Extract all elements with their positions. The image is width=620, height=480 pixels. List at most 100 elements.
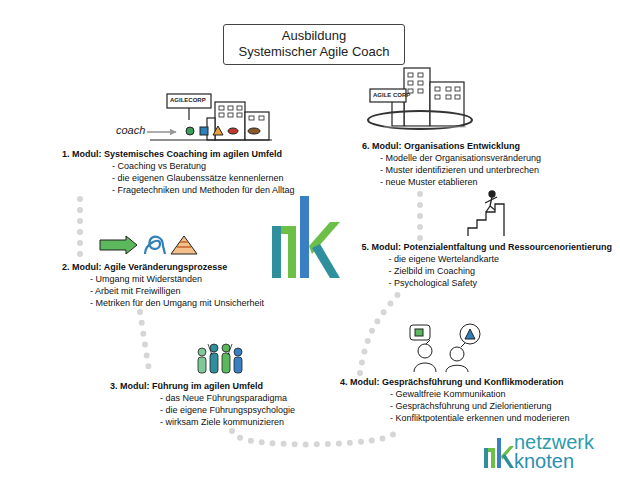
module-heading: 6. Modul: Organisations Entwicklung [362, 140, 541, 152]
organisation-building-illustration [384, 127, 466, 128]
module-heading: 5. Modul: Potenzialentfaltung und Ressou… [361, 241, 612, 253]
bullet-item: - die eigene Wertelandkarte [388, 253, 612, 265]
brand-logo-mark [488, 448, 495, 468]
people-group-icon [222, 344, 230, 352]
organisation-building-illustration [408, 81, 413, 85]
people-group-icon [210, 344, 218, 352]
bullet-item: - Umgang mit Widerständen [90, 273, 264, 285]
people-group-icon [234, 348, 242, 356]
bullet-item: - Arbeit mit Freiwilligen [90, 285, 264, 297]
conversation-icon [460, 324, 480, 344]
office-building-illustration [228, 113, 233, 117]
conversation-icon [461, 343, 465, 347]
conversation-icon [418, 344, 432, 358]
stairs-icon [486, 206, 490, 212]
bullet-item: - Konfliktpotentiale erkennen und moderi… [390, 412, 570, 424]
people-group-icon [208, 344, 212, 355]
office-building-illustration [147, 94, 272, 140]
organisation-building-illustration [368, 68, 472, 129]
module-block: 3. Modul: Führung im agilen Umfeld- das … [110, 380, 295, 428]
bullet-item: - Muster identifizieren und unterbrechen [380, 164, 541, 176]
organisation-building-illustration [435, 87, 440, 91]
office-building-illustration [237, 113, 242, 117]
team-figures [186, 127, 194, 135]
conversation-icon [446, 365, 468, 372]
sign-label: AGILE CORP [373, 92, 410, 98]
dotted-connector [417, 191, 423, 238]
organisation-building-illustration [418, 81, 423, 85]
team-figures [186, 126, 260, 135]
bullet-item: - Zielbild im Coaching [388, 265, 612, 277]
office-building-illustration [167, 94, 211, 108]
change-process-icons [100, 236, 137, 254]
title-box: AusbildungSystemischer Agile Coach [223, 24, 404, 65]
organisation-building-illustration [446, 95, 451, 99]
conversation-icon [415, 329, 423, 336]
stairs-icon [468, 191, 504, 236]
logo-mark [312, 244, 340, 278]
dotted-connector [77, 199, 83, 258]
people-group-icon [228, 344, 232, 355]
office-building-illustration [249, 116, 254, 120]
organisation-building-illustration [418, 89, 423, 93]
bullet-item: - die eigenen Glaubenssätze kennenlernen [112, 172, 295, 184]
team-figures [213, 126, 223, 135]
conversation-icon [410, 324, 480, 372]
bullet-item: - Coaching vs Beratung [112, 160, 295, 172]
dotted-connector [232, 427, 400, 444]
bullet-item: - Metriken für den Umgang mit Unsicherhe… [90, 297, 264, 309]
module-heading: 4. Modul: Gesprächsführung und Konflikmo… [340, 376, 570, 388]
bullet-item: - Modelle der Organisationsveränderung [380, 152, 541, 164]
organisation-building-illustration [446, 87, 451, 91]
brand-name: knoten [514, 451, 574, 471]
bullet-item: - Psychological Safety [388, 277, 612, 289]
conversation-icon [465, 329, 475, 339]
brand-name: netzwerk [514, 432, 594, 452]
office-building-illustration [219, 113, 224, 117]
team-figures [248, 128, 260, 134]
organisation-building-illustration [408, 73, 413, 77]
module-block: 4. Modul: Gesprächsführung und Konflikmo… [340, 376, 570, 424]
organisation-building-illustration [430, 82, 464, 126]
figure-label: coach [116, 125, 145, 136]
people-group-icon [234, 357, 242, 373]
office-building-illustration [259, 116, 264, 120]
office-building-illustration [245, 112, 269, 140]
team-figures [200, 127, 208, 135]
logo-mark [272, 226, 281, 278]
stairs-icon [491, 197, 497, 200]
bullet-item: - Gesprächsführung und Zielorientierung [390, 400, 570, 412]
office-building-illustration [147, 131, 176, 132]
brand-logo-mark [484, 438, 514, 468]
module-block: 2. Modul: Agile Veränderungsprozesse- Um… [62, 261, 264, 309]
people-group-icon [198, 357, 206, 373]
logo-mark [281, 226, 296, 278]
bullet-item: - Gewaltfreie Kommunikation [390, 388, 570, 400]
brand-logo-mark [502, 454, 514, 468]
office-building-illustration [219, 106, 224, 110]
stairs-icon [485, 200, 491, 203]
logo-mark [272, 196, 340, 278]
conversation-icon [414, 363, 436, 372]
module-heading: 1. Modul: Systemisches Coaching im agile… [62, 148, 295, 160]
change-process-icons [171, 236, 197, 254]
change-process-icons [177, 246, 191, 248]
stairs-icon [490, 197, 492, 206]
sign-label: AGILECORP [170, 97, 206, 103]
people-group-icon [198, 344, 242, 373]
organisation-building-illustration [455, 87, 460, 91]
organisation-building-illustration [435, 95, 440, 99]
organisation-building-illustration [368, 111, 472, 129]
bullet-item: - wirksam Ziele kommunizieren [160, 416, 295, 428]
office-building-illustration [219, 106, 264, 120]
organisation-building-illustration [408, 73, 460, 99]
bullet-item: - Fragetechniken und Methoden für den Al… [112, 184, 295, 196]
conversation-icon [410, 325, 430, 340]
logo-mark [300, 196, 309, 278]
change-process-icons [100, 236, 197, 254]
module-heading: 2. Modul: Agile Veränderungsprozesse [62, 261, 264, 273]
team-figures [228, 128, 238, 134]
dotted-connector [360, 292, 400, 373]
bullet-item: - die eigene Führungspsychologie [160, 404, 295, 416]
